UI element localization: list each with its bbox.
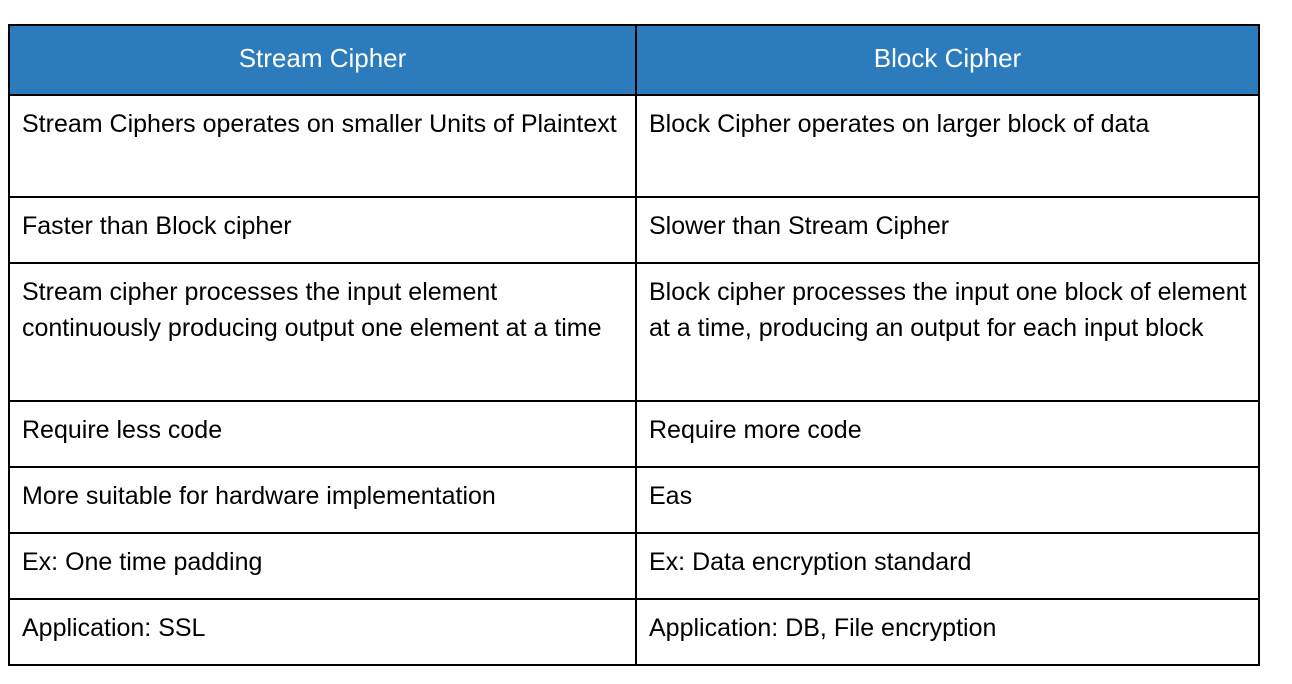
table-cell-block: Slower than Stream Cipher [635,196,1260,264]
table-row: Ex: One time padding Ex: Data encryption… [8,532,1260,600]
table-row: Stream cipher processes the input elemen… [8,262,1260,402]
header-row: Stream Cipher Block Cipher [8,24,1260,96]
table-row: Faster than Block cipher Slower than Str… [8,196,1260,264]
cell-text: Stream cipher processes the input elemen… [22,278,602,342]
comparison-table: Stream Cipher Block Cipher Stream Cipher… [8,24,1260,666]
cell-text: Eas [649,482,693,510]
table-cell-stream: Stream cipher processes the input elemen… [8,262,637,402]
table-cell-block: Ex: Data encryption standard [635,532,1260,600]
column-header-stream-cipher: Stream Cipher [8,24,637,96]
table-cell-stream: Faster than Block cipher [8,196,637,264]
table-header: Stream Cipher Block Cipher [8,24,1260,96]
table-row: Stream Ciphers operates on smaller Units… [8,94,1260,198]
table-row: More suitable for hardware implementatio… [8,466,1260,534]
table-body: Stream Ciphers operates on smaller Units… [8,94,1260,666]
table-cell-stream: More suitable for hardware implementatio… [8,466,637,534]
cell-text: Stream Ciphers operates on smaller Units… [22,110,617,138]
cell-text: More suitable for hardware implementatio… [22,482,496,510]
cell-text: Application: DB, File encryption [649,614,997,642]
cell-text: Require more code [649,416,862,444]
table-row: Require less code Require more code [8,400,1260,468]
cell-text: Faster than Block cipher [22,212,292,240]
cell-text: Slower than Stream Cipher [649,212,950,240]
table-cell-stream: Require less code [8,400,637,468]
cell-text: Application: SSL [22,614,206,642]
column-header-label: Stream Cipher [238,43,407,73]
table-cell-block: Block Cipher operates on larger block of… [635,94,1260,198]
table-cell-stream: Application: SSL [8,598,637,666]
column-header-block-cipher: Block Cipher [635,24,1260,96]
cell-text: Ex: Data encryption standard [649,548,972,576]
column-header-label: Block Cipher [873,43,1022,73]
table-cell-block: Require more code [635,400,1260,468]
cell-text: Require less code [22,416,223,444]
cell-text: Ex: One time padding [22,548,263,576]
cell-text: Block cipher processes the input one blo… [649,278,1247,342]
table-row: Application: SSL Application: DB, File e… [8,598,1260,666]
table-cell-block: Eas [635,466,1260,534]
table-cell-block: Application: DB, File encryption [635,598,1260,666]
table-cell-block: Block cipher processes the input one blo… [635,262,1260,402]
table-cell-stream: Ex: One time padding [8,532,637,600]
cell-text: Block Cipher operates on larger block of… [649,110,1150,138]
table-cell-stream: Stream Ciphers operates on smaller Units… [8,94,637,198]
